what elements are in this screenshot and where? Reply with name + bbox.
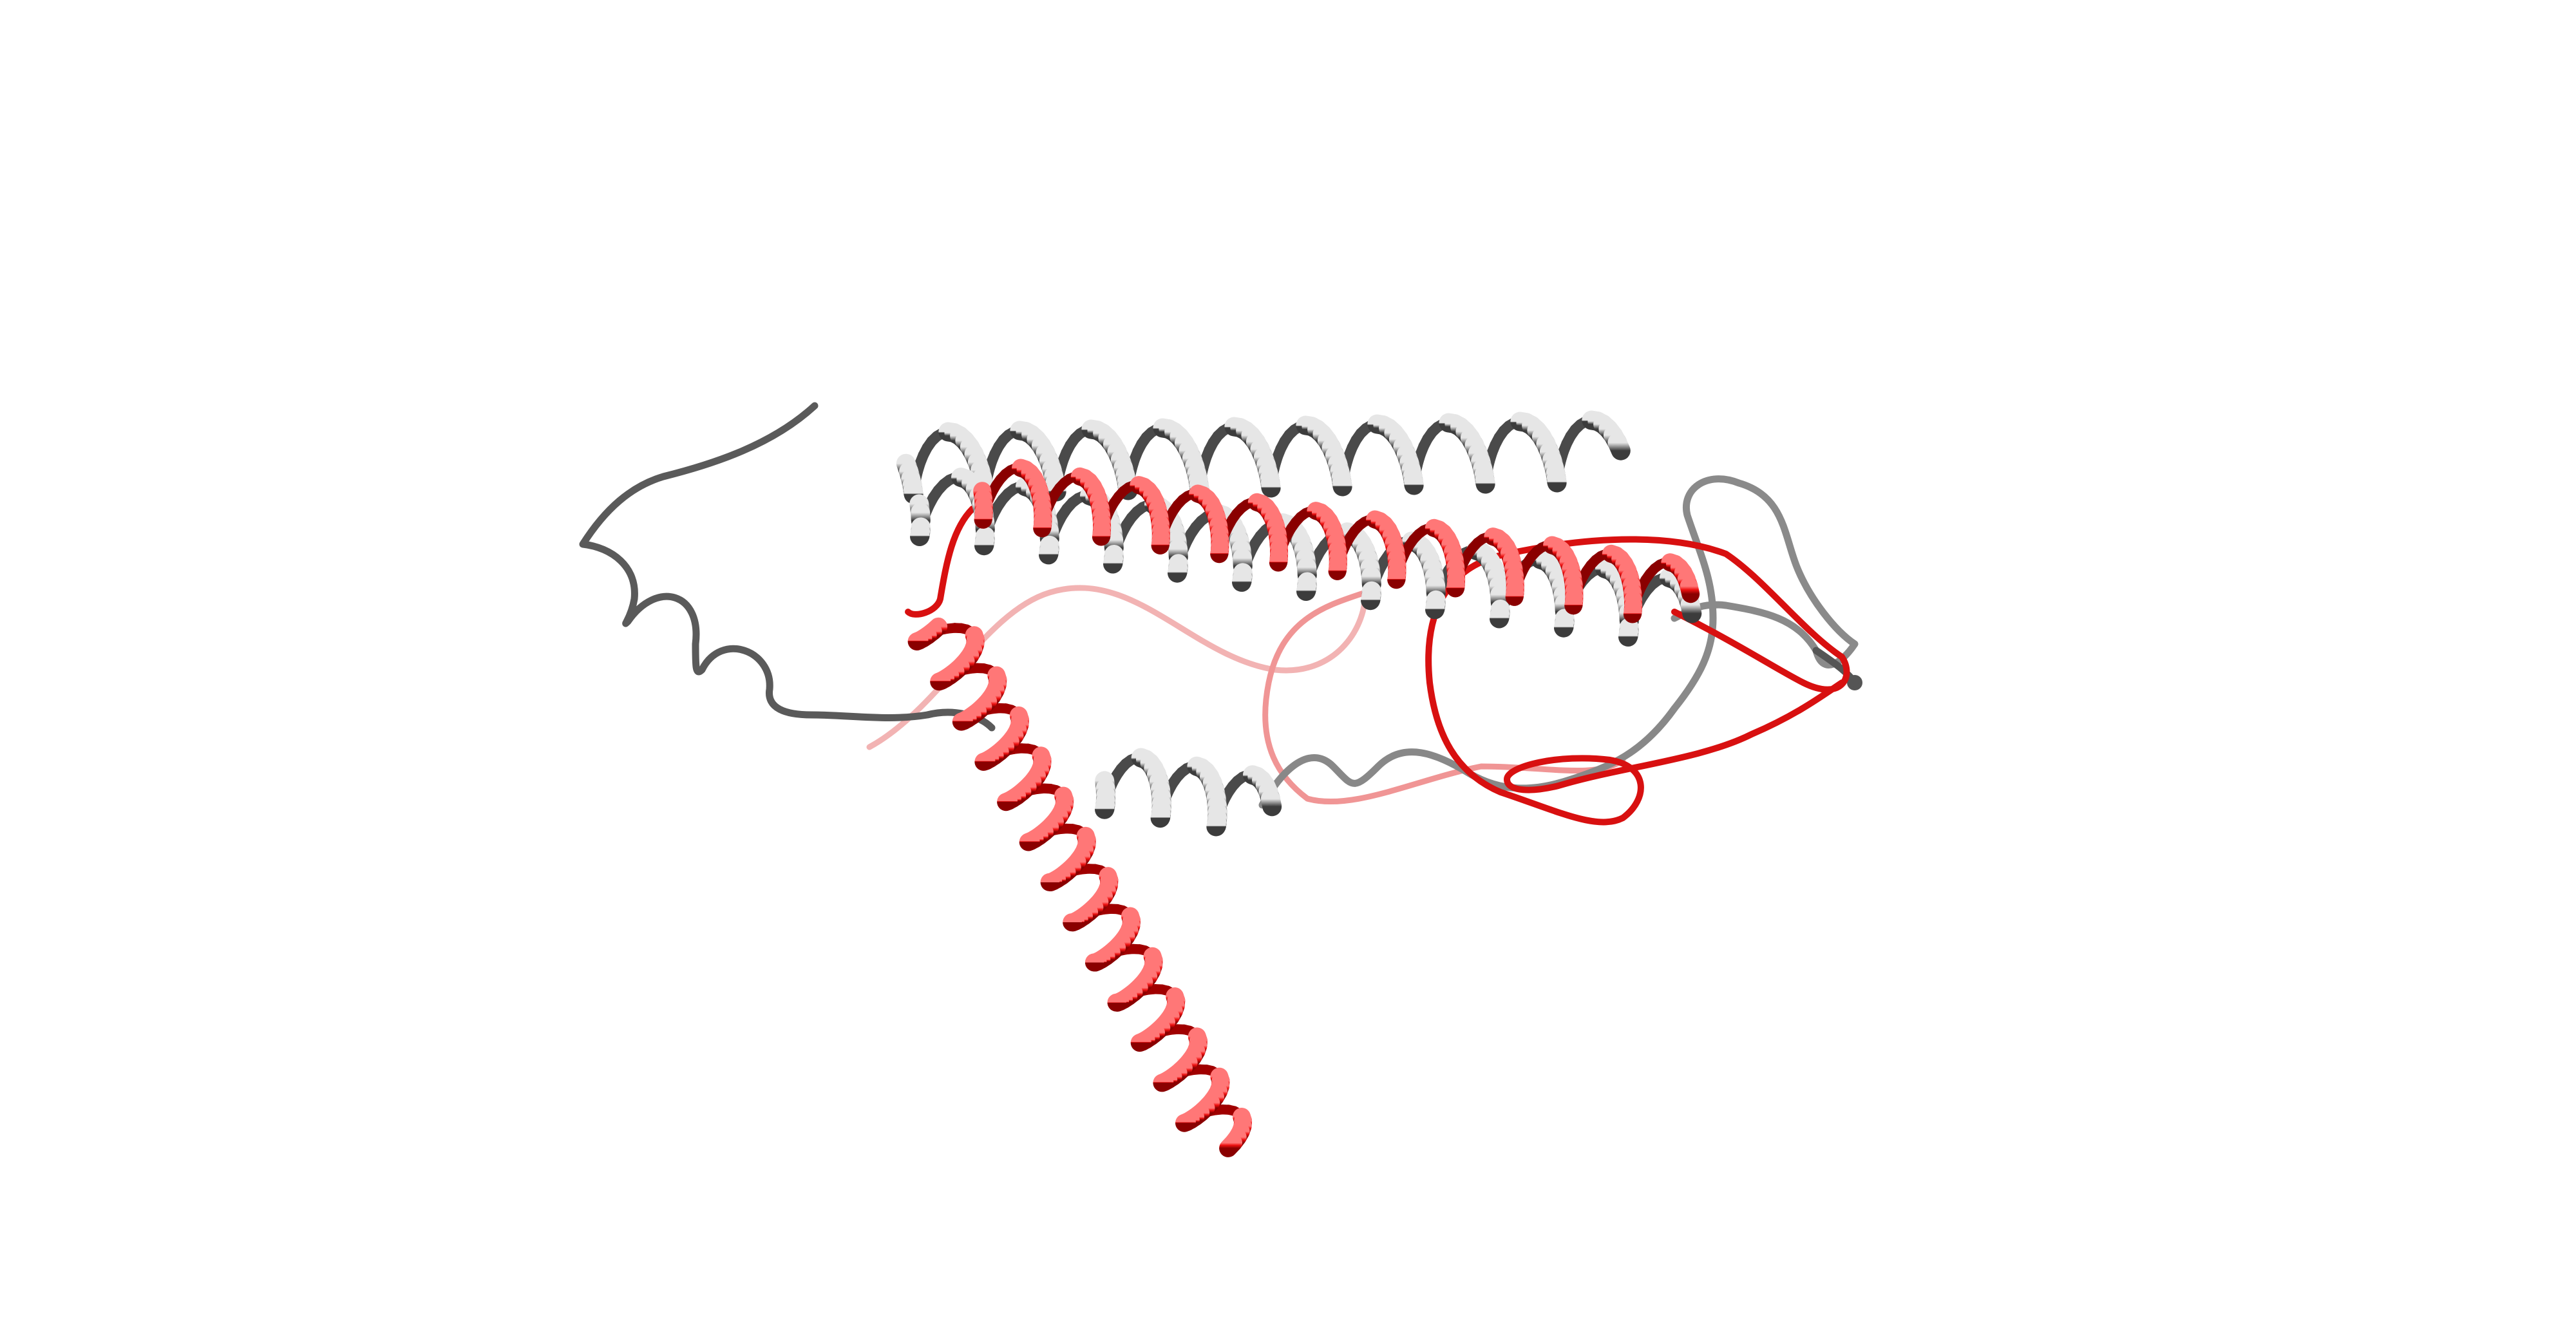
faded-red-loop-1	[866, 585, 1368, 750]
red-linker-coil	[905, 506, 976, 618]
red-helix-long	[906, 617, 1253, 1157]
helix-layer	[896, 410, 1702, 1157]
faded-red-loop-2	[1262, 589, 1626, 805]
gray-helix-top	[896, 410, 1631, 504]
red-front-loop	[1425, 536, 1850, 826]
gray-c-terminal-loop	[1671, 475, 1859, 712]
gray-n-terminal-coil	[579, 402, 996, 732]
gray-linker-coil	[1258, 705, 1678, 809]
red-chain-coils	[905, 506, 1850, 826]
gray-helix-short	[1095, 748, 1282, 837]
gray-chain-coils	[579, 402, 1862, 809]
gray-terminal-end	[1812, 647, 1859, 687]
red-helix-upper	[973, 459, 1700, 623]
